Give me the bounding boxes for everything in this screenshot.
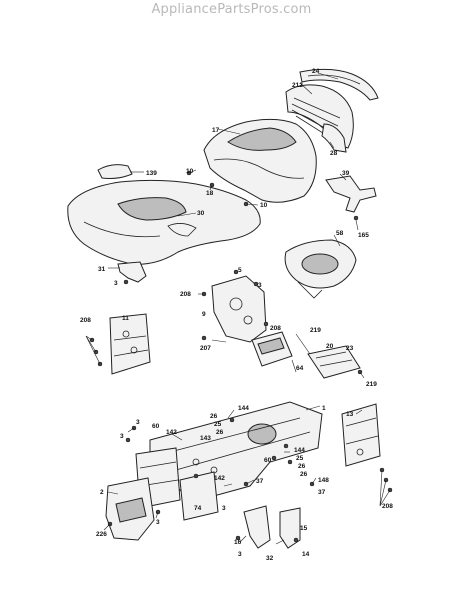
callout-3d: 3: [120, 433, 124, 440]
callout-208d: 208: [382, 503, 393, 510]
callout-24: 24: [312, 68, 320, 75]
callout-142b: 142: [214, 475, 225, 482]
callout-219b: 219: [366, 381, 377, 388]
callout-60b: 60: [264, 457, 272, 464]
callout-144a: 144: [238, 405, 249, 412]
callout-15: 15: [300, 525, 308, 532]
callout-18: 18: [206, 190, 214, 197]
callout-3c: 3: [136, 419, 140, 426]
callout-60a: 60: [152, 423, 160, 430]
part-31-hinge-bracket[interactable]: [117, 261, 147, 283]
callout-31: 31: [98, 266, 106, 273]
callout-32: 32: [266, 555, 274, 562]
part-58-seat-pan[interactable]: [284, 239, 357, 299]
callout-37b: 37: [318, 489, 326, 496]
callout-11: 11: [122, 315, 129, 322]
callout-23: 23: [346, 345, 354, 352]
callout-226: 226: [96, 531, 107, 538]
callout-5: 5: [238, 267, 242, 274]
callout-139: 139: [146, 170, 157, 177]
callout-3g: 3: [238, 551, 242, 558]
callout-3b: 3: [258, 282, 262, 289]
part-28-side-panel[interactable]: [321, 123, 347, 153]
callout-142a: 142: [166, 429, 177, 436]
part-39-bracket[interactable]: [325, 175, 377, 213]
part-64-control-box[interactable]: [251, 331, 293, 367]
callout-17: 17: [212, 127, 220, 134]
callout-207: 207: [200, 345, 211, 352]
callout-1: 1: [322, 405, 326, 412]
callout-212: 212: [292, 82, 303, 89]
callout-labels: 24 212 17 28 10 139 18 30 10 39 165 58 3…: [80, 68, 393, 562]
callout-144b: 144: [294, 447, 305, 454]
callout-9: 9: [202, 311, 206, 318]
callout-26b: 26: [216, 429, 224, 436]
part-2-front-bumper[interactable]: [105, 477, 155, 541]
part-11-left-panel[interactable]: [109, 313, 151, 375]
callout-13: 13: [346, 411, 354, 418]
part-30-fender[interactable]: [67, 179, 261, 265]
callout-3f: 3: [156, 519, 160, 526]
callout-208b: 208: [80, 317, 91, 324]
part-16-bracket[interactable]: [243, 505, 271, 549]
leader-lines: [85, 72, 391, 545]
callout-16: 16: [234, 539, 242, 546]
part-139-seat-plate[interactable]: [97, 164, 133, 179]
callout-25a: 25: [214, 421, 222, 428]
callout-20: 20: [326, 343, 334, 350]
callout-64: 64: [296, 365, 304, 372]
part-front-plate[interactable]: [179, 471, 219, 521]
callout-208a: 208: [180, 291, 191, 298]
callout-74: 74: [194, 505, 202, 512]
callout-10b: 10: [260, 202, 268, 209]
callout-165: 165: [358, 232, 369, 239]
callout-58: 58: [336, 230, 344, 237]
callout-26a: 26: [210, 413, 218, 420]
callout-25b: 25: [296, 455, 304, 462]
part-20-battery-tray[interactable]: [307, 345, 361, 379]
callout-30: 30: [197, 210, 205, 217]
callout-10a: 10: [186, 168, 194, 175]
callout-208c: 208: [270, 325, 281, 332]
callout-37a: 37: [256, 478, 264, 485]
callout-3a: 3: [114, 280, 118, 287]
callout-28: 28: [330, 150, 338, 157]
watermark: AppliancePartsPros.com: [151, 2, 312, 17]
part-17-hood[interactable]: [203, 118, 317, 203]
part-13-right-panel[interactable]: [341, 403, 381, 467]
callout-26d: 26: [300, 471, 308, 478]
callout-2: 2: [100, 489, 104, 496]
callout-219a: 219: [310, 327, 321, 334]
callout-26c: 26: [298, 463, 306, 470]
part-9-dash-panel[interactable]: [211, 275, 267, 343]
callout-3e: 3: [222, 505, 226, 512]
callout-148: 148: [318, 477, 329, 484]
callout-14: 14: [302, 551, 310, 558]
part-24-grille-top[interactable]: [299, 68, 379, 101]
callout-143: 143: [200, 435, 211, 442]
callout-39: 39: [342, 170, 350, 177]
